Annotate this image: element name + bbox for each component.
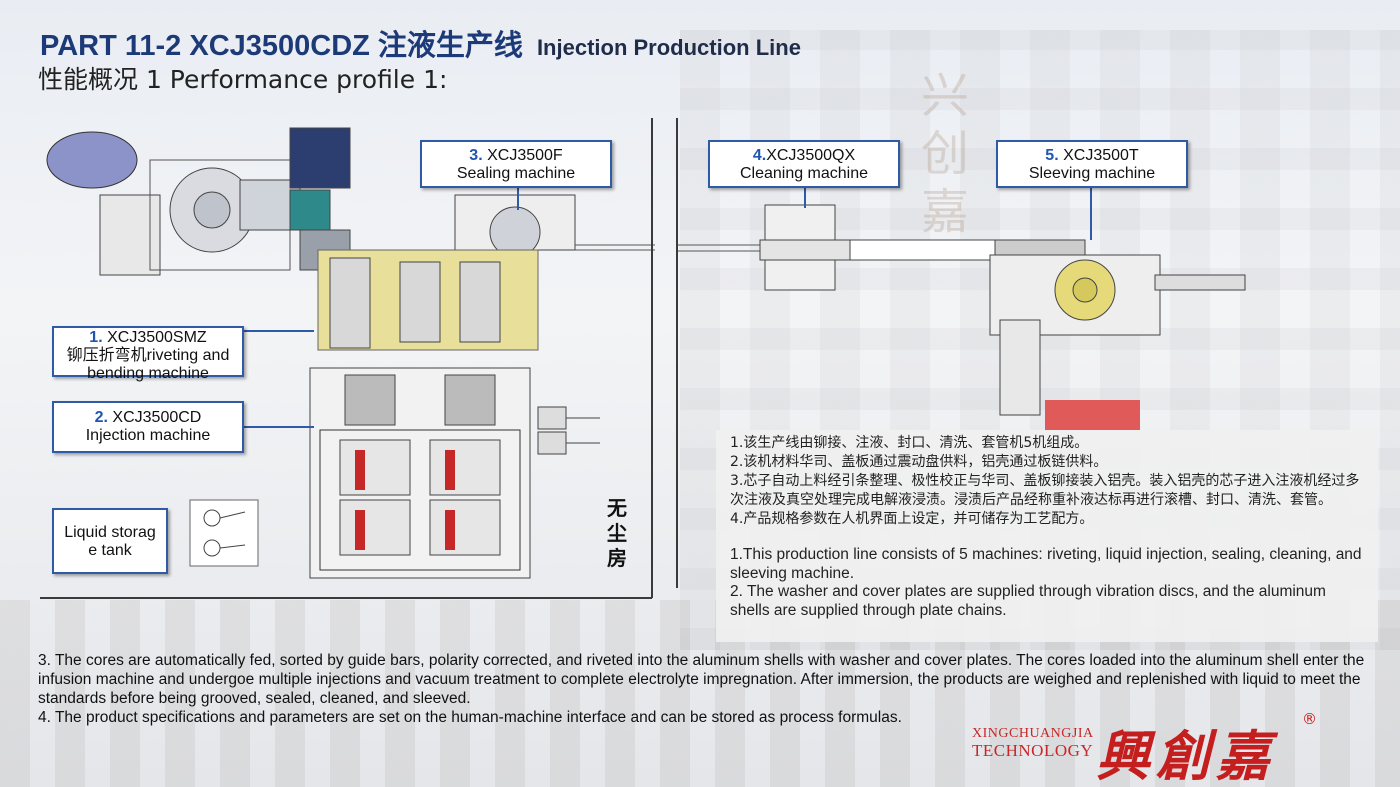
title-english: Injection Production Line [536, 35, 801, 60]
company-logo-chinese: 興創嘉 [1096, 724, 1276, 787]
bottom-note-3: 3. The cores are automatically fed, sort… [38, 652, 1365, 707]
machine-3-number: 3. [469, 147, 483, 164]
leader-line-3 [517, 188, 519, 210]
machine-1-name-line1: 铆压折弯机riveting and [66, 347, 230, 364]
machine-4-model: XCJ3500QX [766, 147, 856, 164]
page-title: PART 11-2 XCJ3500CDZ 注液生产线 Injection Prod… [40, 22, 801, 64]
background-building-sign: 兴创嘉 [912, 70, 968, 244]
note-en-1: 1.This production line consists of 5 mac… [730, 546, 1362, 582]
note-cn-4: 4.产品规格参数在人机界面上设定，并可储存为工艺配方。 [730, 511, 1094, 527]
machine-4-name: Cleaning machine [739, 165, 869, 182]
machine-label-sealing: 3. XCJ3500F Sealing machine [420, 140, 612, 188]
left-area-divider [651, 118, 653, 598]
notes-panel: 1.该生产线由铆接、注液、封口、清洗、套管机5机组成。 2.该机材料华司、盖板通… [716, 430, 1378, 642]
machine-label-cleaning: 4.XCJ3500QX Cleaning machine [708, 140, 900, 188]
note-cn-1: 1.该生产线由铆接、注液、封口、清洗、套管机5机组成。 [730, 435, 1089, 451]
page-subtitle: 性能概况 1 Performance profile 1: [38, 65, 448, 94]
machine-4-number: 4. [752, 147, 767, 164]
dust-free-char-1: 无 [607, 496, 627, 520]
tank-label-line2: e tank [88, 542, 132, 559]
machine-5-model: XCJ3500T [1058, 147, 1139, 164]
logo-line-2: TECHNOLOGY [972, 741, 1094, 760]
bottom-note-4: 4. The product specifications and parame… [38, 709, 902, 726]
machine-1-number: 1. [89, 329, 103, 346]
machine-label-riveting: 1. XCJ3500SMZ 铆压折弯机riveting and bending … [52, 326, 244, 382]
machine-5-name: Sleeving machine [1028, 165, 1156, 182]
machine-3-name: Sealing machine [456, 165, 576, 182]
leader-line-2 [244, 426, 314, 428]
machine-2-model: XCJ3500CD [107, 409, 202, 426]
tank-label-line1: Liquid storag [64, 524, 156, 541]
logo-line-1: XINGCHUANGJIA [972, 726, 1094, 741]
left-area-bottom-line [40, 597, 652, 599]
leader-line-4 [804, 188, 806, 208]
machine-5-number: 5. [1045, 147, 1059, 164]
machine-1-model: XCJ3500SMZ [102, 329, 207, 346]
right-area-divider [676, 118, 678, 588]
machine-label-injection: 2. XCJ3500CD Injection machine [52, 401, 244, 453]
note-en-2: 2. The washer and cover plates are suppl… [730, 583, 1326, 619]
machine-3-model: XCJ3500F [482, 147, 563, 164]
dust-free-char-2: 尘 [607, 521, 627, 545]
machine-2-name: Injection machine [85, 427, 211, 444]
leader-line-1 [244, 330, 314, 332]
note-cn-2: 2.该机材料华司、盖板通过震动盘供料，铝壳通过板链供料。 [730, 454, 1108, 470]
title-part: PART 11-2 XCJ3500CDZ 注液生产线 [40, 30, 523, 62]
dust-free-char-3: 房 [607, 546, 627, 570]
registered-mark: ® [1302, 710, 1317, 728]
tank-label: Liquid storag e tank [52, 508, 168, 574]
leader-line-5 [1090, 188, 1092, 240]
machine-2-number: 2. [94, 409, 108, 426]
machine-1-name-line2: bending machine [87, 365, 209, 382]
note-cn-3: 3.芯子自动上料经引条整理、极性校正与华司、盖板铆接装入铝壳。装入铝壳的芯子进入… [730, 473, 1360, 508]
dust-free-room-label: 无 尘 房 [602, 496, 632, 571]
company-logo-english: XINGCHUANGJIA TECHNOLOGY [972, 726, 1094, 761]
machine-label-sleeving: 5. XCJ3500T Sleeving machine [996, 140, 1188, 188]
bottom-notes: 3. The cores are automatically fed, sort… [38, 651, 1368, 727]
